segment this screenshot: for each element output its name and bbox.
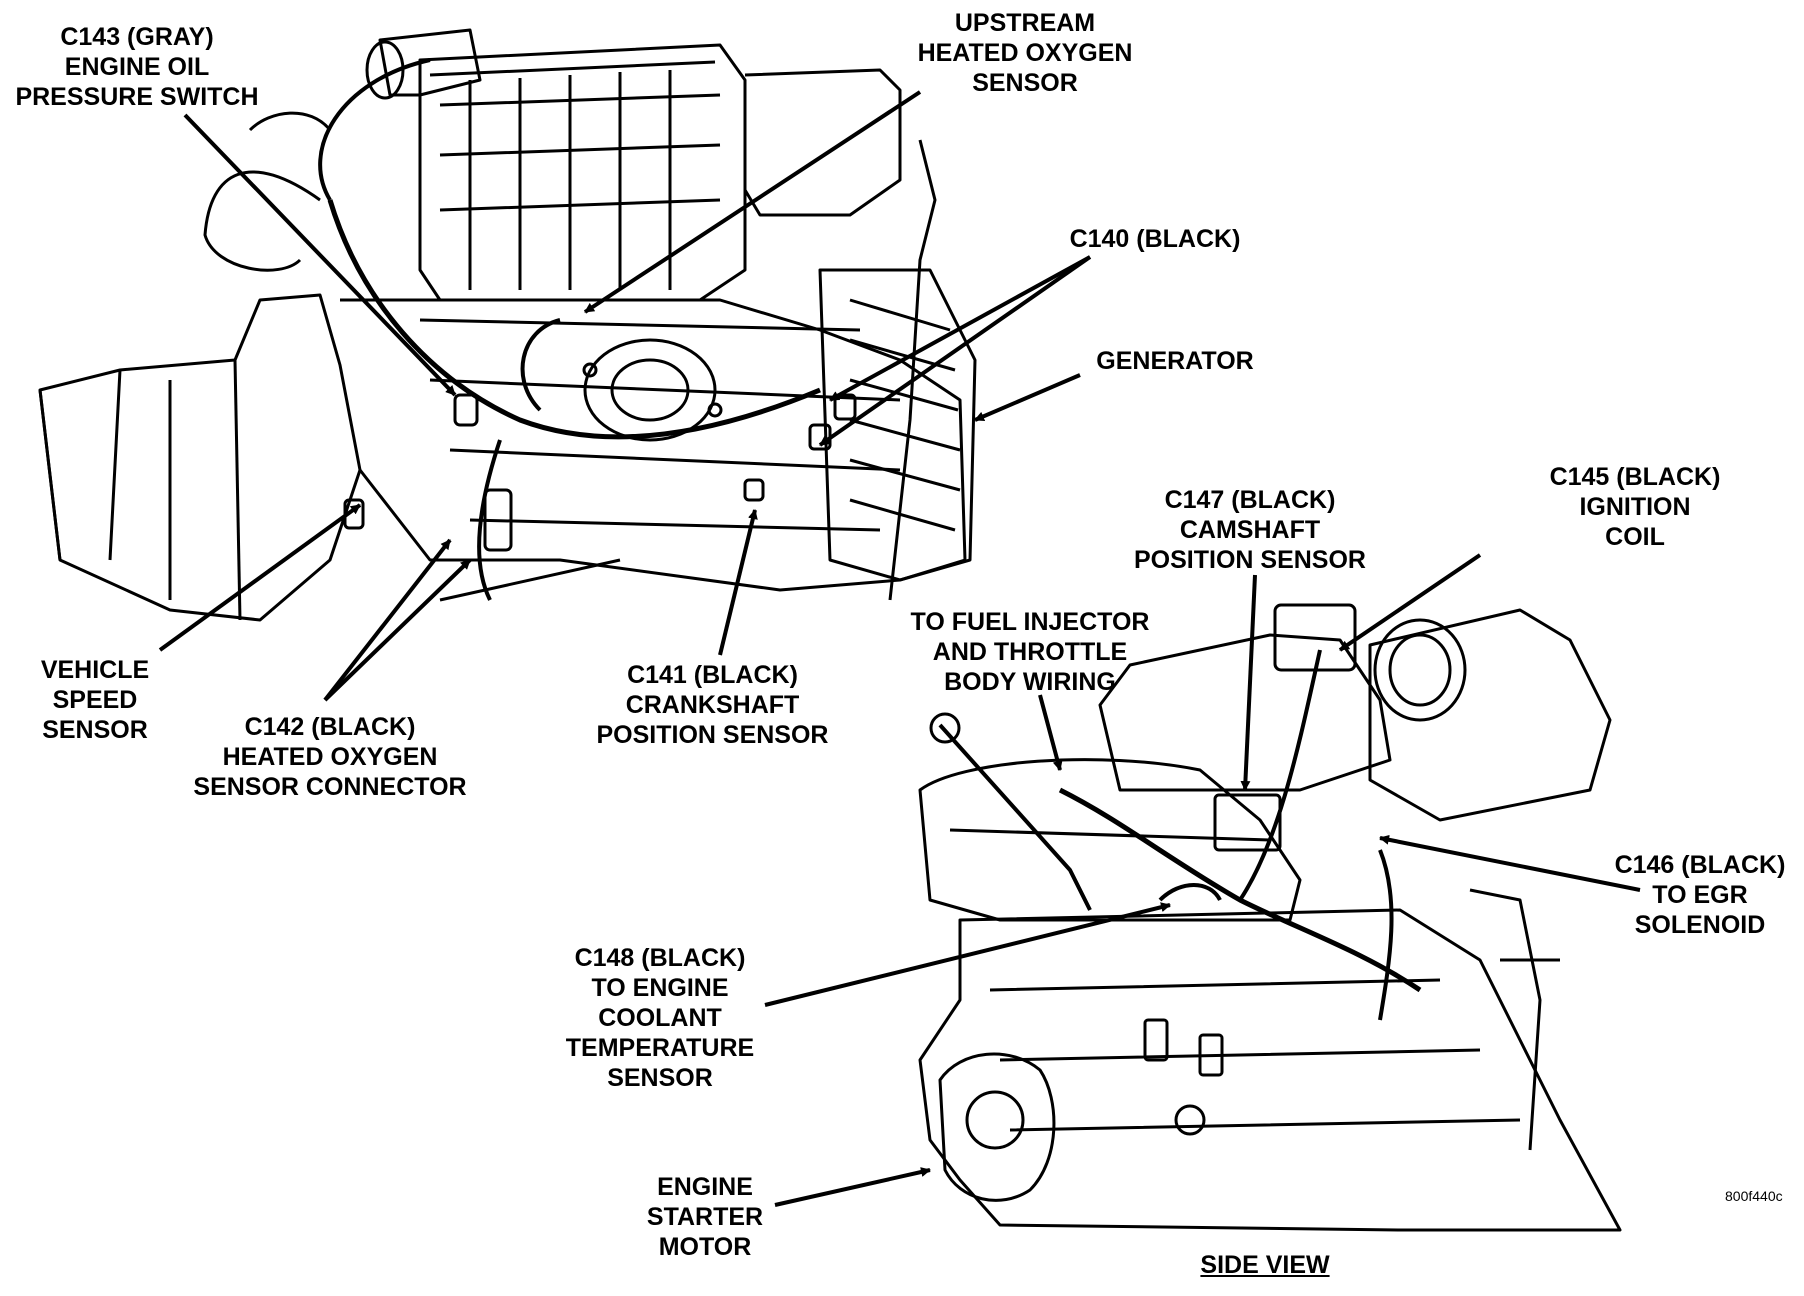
label-line: TO EGR	[1652, 881, 1748, 909]
label-line: STARTER	[646, 1203, 764, 1231]
label-line: UPSTREAM	[954, 9, 1096, 37]
label-line: SPEED	[52, 686, 138, 714]
label-generator: GENERATOR	[1080, 346, 1270, 376]
label-line: COIL	[1605, 523, 1665, 551]
label-c148-coolant-sensor: C148 (BLACK) TO ENGINE COOLANT TEMPERATU…	[545, 943, 775, 1093]
label-c145-ignition-coil: C145 (BLACK) IGNITION COIL	[1535, 462, 1735, 552]
label-line: POSITION SENSOR	[596, 721, 829, 749]
label-c141-crankshaft-sensor: C141 (BLACK) CRANKSHAFT POSITION SENSOR	[580, 660, 845, 750]
arrow-c140-b	[818, 255, 1092, 447]
label-line: SENSOR CONNECTOR	[193, 773, 467, 801]
label-line: ENGINE OIL	[64, 53, 210, 81]
label-line: TO ENGINE	[591, 974, 729, 1002]
label-engine-starter-motor: ENGINE STARTER MOTOR	[620, 1172, 790, 1262]
arrow-fuel	[1038, 694, 1063, 771]
label-line: PRESSURE SWITCH	[15, 83, 259, 111]
label-line: C140 (BLACK)	[1069, 225, 1241, 253]
label-line: TEMPERATURE	[565, 1034, 755, 1062]
label-line: CAMSHAFT	[1179, 516, 1321, 544]
arrow-starter	[774, 1167, 931, 1207]
label-line: C141 (BLACK)	[627, 661, 798, 689]
leader-arrows	[158, 90, 1641, 1207]
label-line: C147 (BLACK)	[1164, 486, 1336, 514]
label-line: HEATED OXYGEN	[222, 743, 438, 771]
arrow-c141	[718, 509, 758, 656]
label-side-view: SIDE VIEW	[1200, 1251, 1330, 1279]
label-line: TO FUEL INJECTOR	[910, 608, 1150, 636]
arrow-vss	[158, 503, 362, 652]
label-c143-oil-pressure-switch: C143 (GRAY) ENGINE OIL PRESSURE SWITCH	[2, 22, 272, 112]
label-c146-egr-solenoid: C146 (BLACK) TO EGR SOLENOID	[1600, 850, 1800, 940]
label-line: ENGINE	[657, 1173, 753, 1201]
label-fuel-injector-wiring: TO FUEL INJECTOR AND THROTTLE BODY WIRIN…	[895, 607, 1165, 697]
label-c147-camshaft-sensor: C147 (BLACK) CAMSHAFT POSITION SENSOR	[1115, 485, 1385, 575]
label-c140: C140 (BLACK)	[1055, 224, 1255, 254]
label-line: GENERATOR	[1096, 347, 1254, 375]
label-line: C142 (BLACK)	[244, 713, 416, 741]
label-line: C143 (GRAY)	[60, 23, 214, 51]
label-line: AND THROTTLE	[932, 638, 1128, 666]
arrow-generator	[974, 373, 1081, 422]
arrow-c148	[764, 902, 1171, 1007]
label-line: HEATED OXYGEN	[917, 39, 1133, 67]
label-line: IGNITION	[1579, 493, 1691, 521]
label-line: COOLANT	[598, 1004, 722, 1032]
label-line: SOLENOID	[1634, 911, 1766, 939]
arrow-c140-a	[829, 255, 1091, 402]
label-line: SENSOR	[607, 1064, 713, 1092]
figure-code: 800f440c	[1725, 1188, 1783, 1204]
label-line: C146 (BLACK)	[1614, 851, 1786, 879]
label-line: VEHICLE	[40, 656, 150, 684]
arrow-c142-b	[323, 558, 472, 702]
label-line: CRANKSHAFT	[625, 691, 800, 719]
arrow-c142-a	[323, 538, 452, 702]
label-line: SENSOR	[972, 69, 1078, 97]
arrow-upstream	[583, 90, 922, 314]
label-line: POSITION SENSOR	[1134, 546, 1366, 574]
label-vehicle-speed-sensor: VEHICLE SPEED SENSOR	[20, 655, 170, 745]
label-c142-oxygen-sensor-connector: C142 (BLACK) HEATED OXYGEN SENSOR CONNEC…	[180, 712, 480, 802]
side-engine-illustration	[918, 603, 1622, 1232]
label-line: SENSOR	[42, 716, 148, 744]
label-line: BODY WIRING	[944, 668, 1116, 696]
arrow-c143	[183, 113, 457, 397]
label-line: MOTOR	[658, 1233, 752, 1261]
arrow-c147	[1240, 574, 1257, 791]
arrow-c146	[1379, 834, 1641, 892]
label-line: C148 (BLACK)	[574, 944, 746, 972]
label-line: C145 (BLACK)	[1549, 463, 1721, 491]
label-upstream-oxygen-sensor: UPSTREAM HEATED OXYGEN SENSOR	[895, 8, 1155, 98]
arrow-c145	[1338, 553, 1482, 652]
top-engine-illustration	[38, 28, 977, 622]
